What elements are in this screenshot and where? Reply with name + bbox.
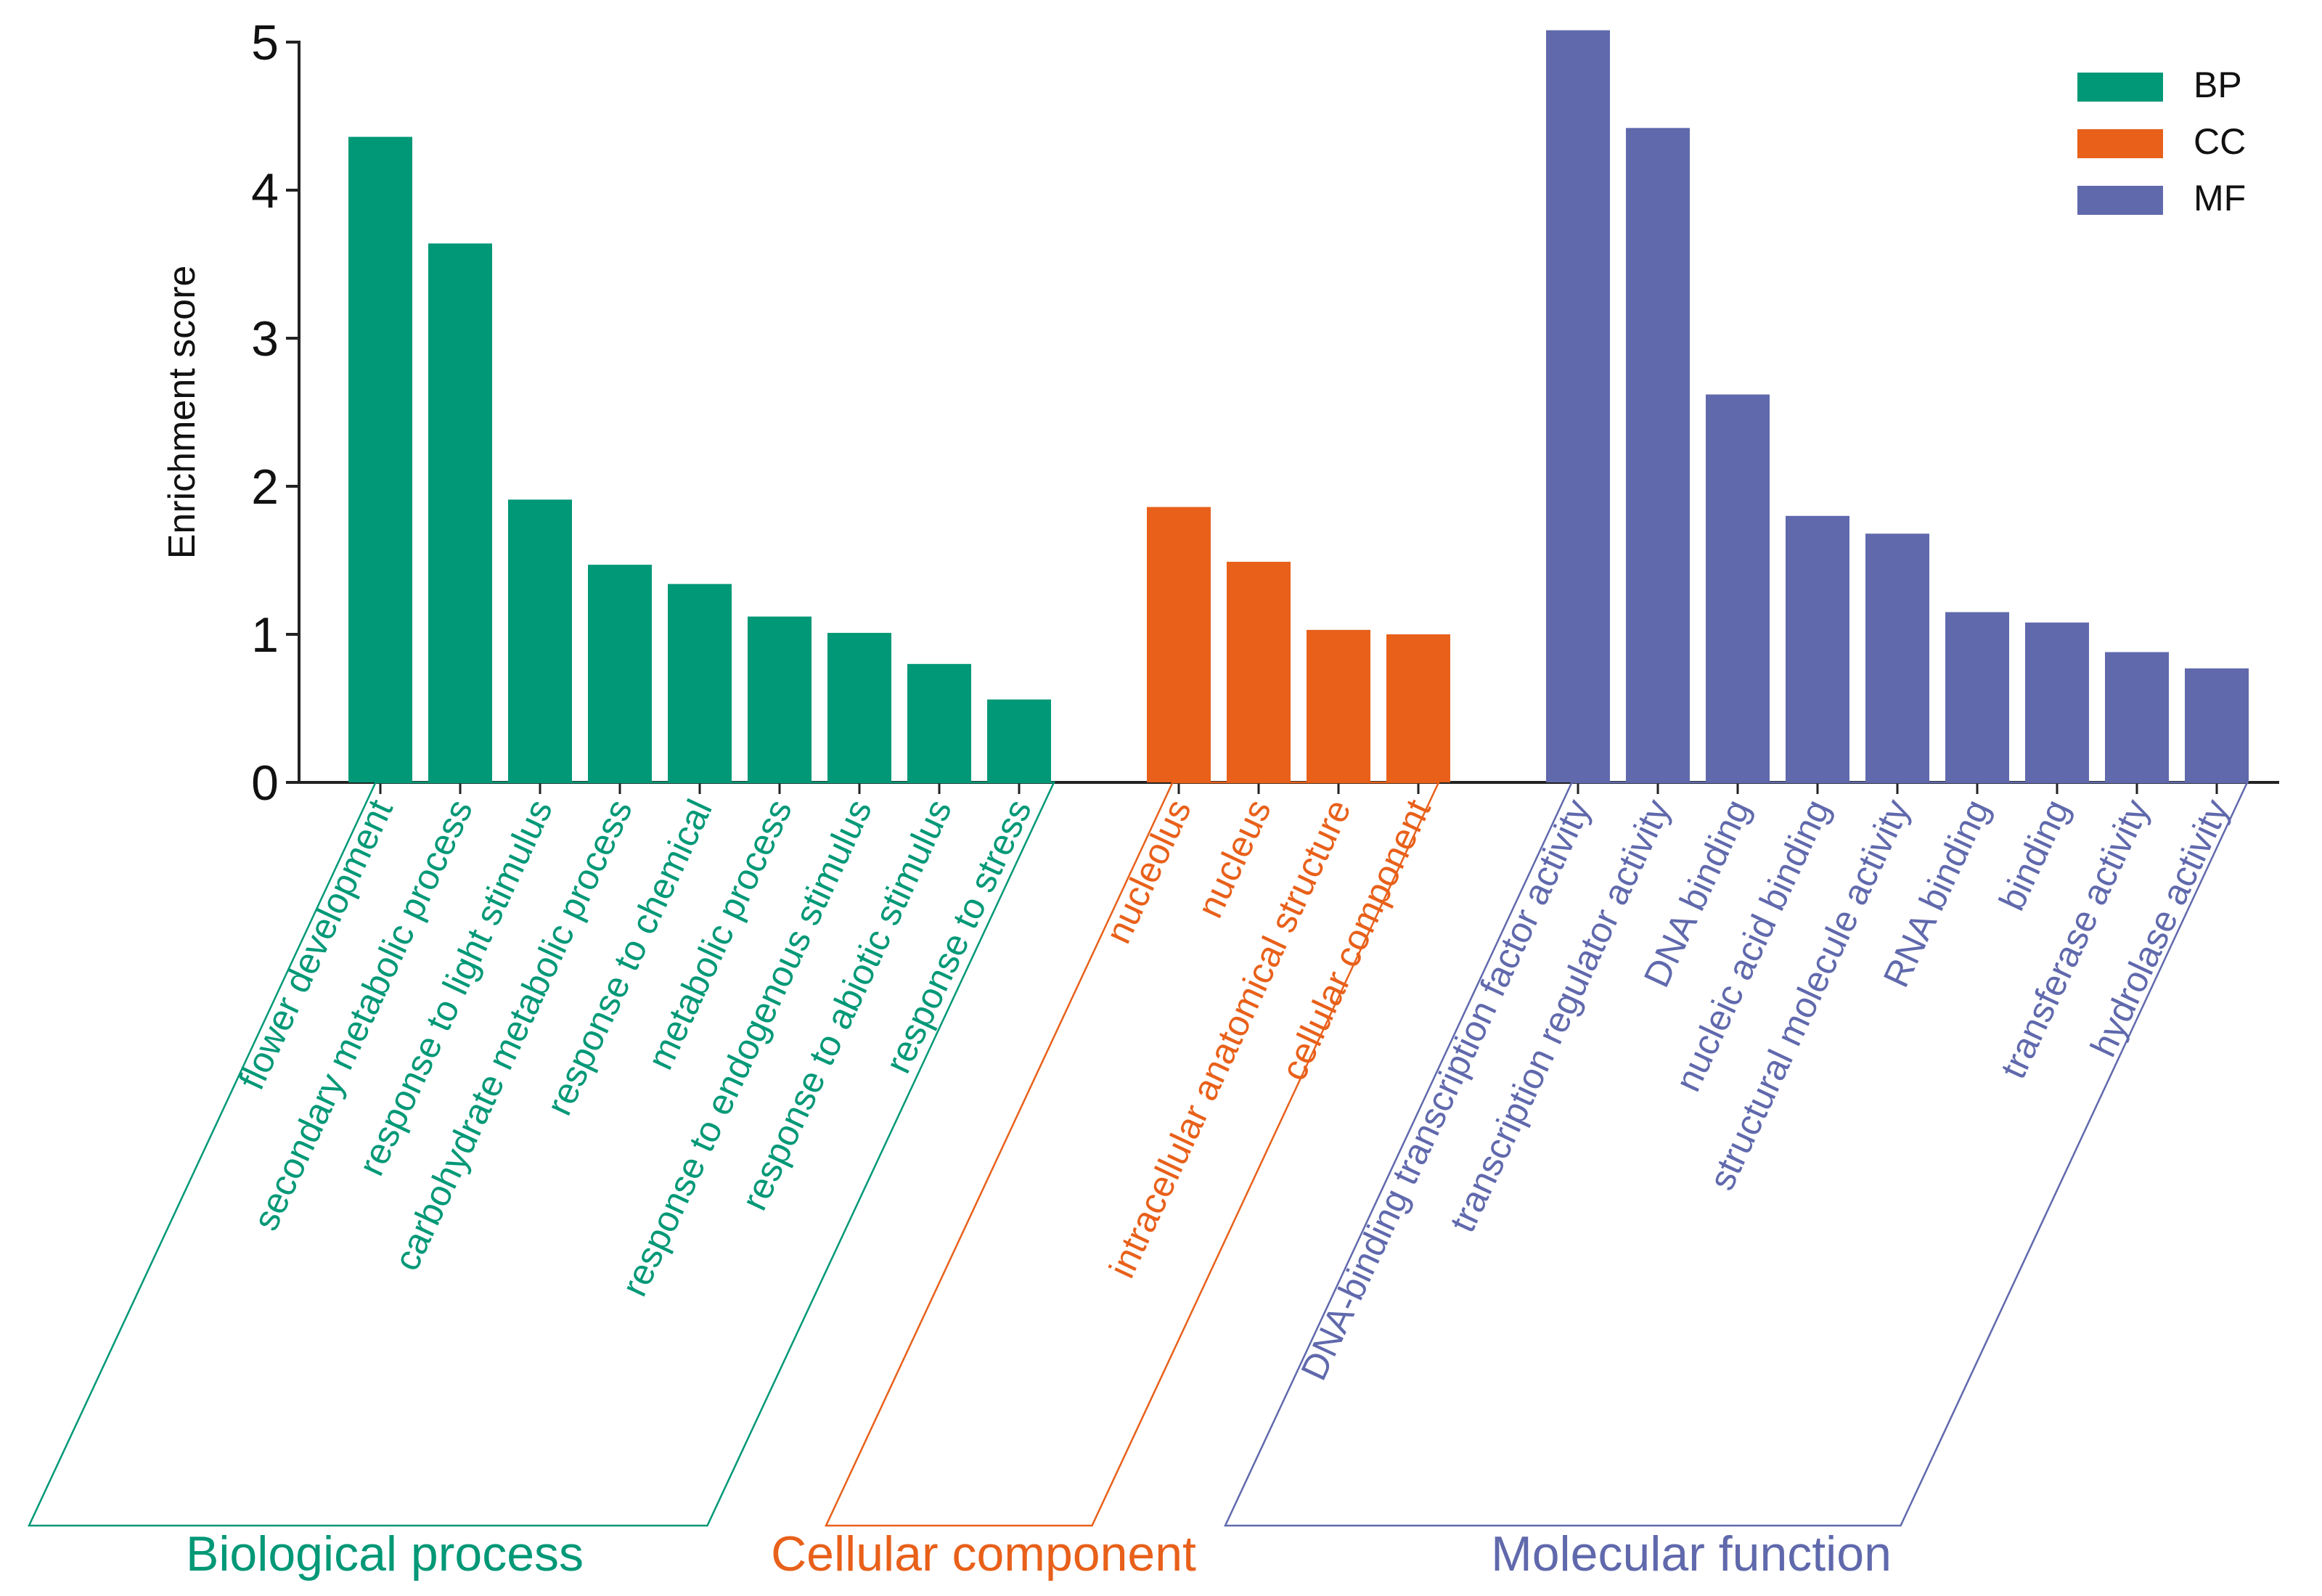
- bar-cc-3: [1307, 629, 1370, 782]
- legend-swatch-bp: [2077, 73, 2163, 102]
- y-tick-label: 2: [251, 459, 279, 515]
- x-tick-label: DNA-binding transcription factor activit…: [1293, 793, 1598, 1386]
- legend-swatch-cc: [2077, 129, 2163, 158]
- bar-bp-7: [827, 632, 891, 782]
- bar-bp-2: [428, 243, 492, 782]
- bar-bp-5: [668, 584, 732, 782]
- bar-cc-2: [1227, 562, 1291, 782]
- group-title-bp: Biological process: [186, 1526, 584, 1581]
- x-tick-label: nucleus: [1189, 793, 1279, 924]
- bar-mf-3: [1706, 394, 1770, 782]
- legend-label-mf: MF: [2194, 178, 2246, 218]
- bar-cc-4: [1386, 634, 1450, 782]
- bar-mf-2: [1626, 128, 1690, 782]
- bar-mf-5: [1865, 533, 1929, 782]
- bar-bp-1: [348, 136, 412, 782]
- y-tick-label: 0: [251, 756, 279, 811]
- bar-mf-1: [1546, 30, 1610, 782]
- group-title-mf: Molecular function: [1491, 1526, 1892, 1581]
- y-axis-title: Enrichment score: [161, 266, 203, 560]
- bar-mf-4: [1786, 515, 1849, 782]
- bar-mf-6: [1945, 612, 2009, 782]
- y-tick-label: 5: [251, 15, 279, 70]
- y-tick-label: 1: [251, 607, 279, 663]
- legend-swatch-mf: [2077, 186, 2163, 215]
- bar-mf-9: [2185, 668, 2249, 782]
- legend-label-cc: CC: [2194, 121, 2246, 162]
- bar-bp-3: [508, 499, 572, 782]
- bar-cc-1: [1147, 507, 1211, 782]
- bar-bp-4: [588, 565, 652, 782]
- group-box-mf: [1224, 781, 2249, 1527]
- bar-bp-9: [987, 699, 1051, 782]
- bar-bp-8: [907, 663, 971, 782]
- y-tick-label: 3: [251, 311, 279, 367]
- x-tick-label: nucleolus: [1097, 793, 1199, 949]
- legend-label-bp: BP: [2194, 65, 2242, 105]
- group-box-cc: [825, 781, 1440, 1527]
- bar-bp-6: [748, 616, 812, 782]
- group-title-cc: Cellular component: [771, 1526, 1196, 1581]
- x-tick-label: response to stress: [878, 793, 1039, 1079]
- x-tick-label: binding: [1991, 793, 2077, 917]
- bar-mf-8: [2105, 652, 2169, 782]
- group-box-bp: [28, 781, 1055, 1527]
- bar-mf-7: [2025, 622, 2089, 782]
- y-tick-label: 4: [251, 163, 279, 218]
